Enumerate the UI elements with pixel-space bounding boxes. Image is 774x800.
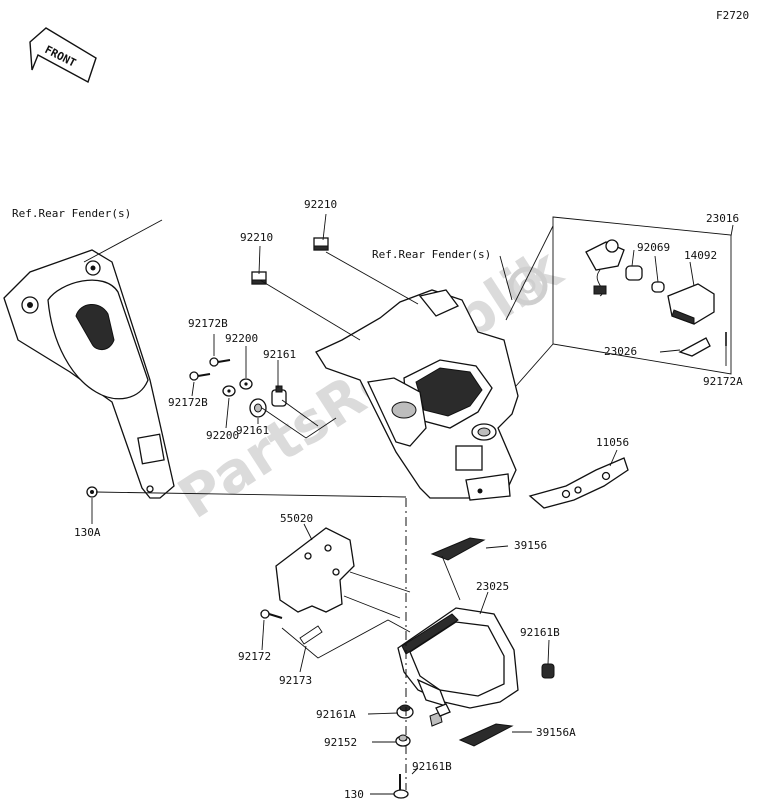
ref-label-left: Ref.Rear Fender(s) — [12, 207, 131, 220]
part-label-92161A: 92161A — [316, 708, 356, 721]
washer-92200-upper — [239, 378, 253, 390]
grommet-92161A — [396, 704, 414, 719]
clamp-92173 — [299, 625, 323, 645]
part-labels: Ref.Rear Fender(s) Ref.Rear Fender(s) 23… — [12, 198, 743, 800]
diagram-code: F2720 — [716, 9, 749, 22]
part-label-92152: 92152 — [324, 736, 357, 749]
part-label-55020: 55020 — [280, 512, 313, 525]
grommet-92161B-right — [541, 663, 555, 679]
part-label-92161B-right: 92161B — [520, 626, 560, 639]
bolt-130 — [393, 789, 409, 799]
washer-92200-lower — [222, 385, 236, 397]
tail-lamp-bracket-part — [275, 527, 411, 619]
part-label-92161-lower: 92161 — [236, 424, 269, 437]
part-label-23026: 23026 — [604, 345, 637, 358]
reflector-39156 — [430, 537, 486, 561]
bolt-130A — [86, 486, 98, 498]
part-label-130: 130 — [344, 788, 364, 800]
part-label-11056: 11056 — [596, 436, 629, 449]
part-label-92161-upper: 92161 — [263, 348, 296, 361]
part-label-92172A: 92172A — [703, 375, 743, 388]
part-label-130A: 130A — [74, 526, 101, 539]
grommet-92161-lower — [249, 398, 267, 418]
screw-92172 — [260, 609, 283, 619]
bolt-92172B-lower — [189, 371, 211, 381]
license-bracket-part — [528, 457, 629, 509]
part-label-92210-upper: 92210 — [304, 198, 337, 211]
rear-fender-part — [3, 249, 175, 499]
assembly-lines — [83, 213, 734, 795]
reflector-39156A — [458, 723, 514, 747]
part-label-39156A: 39156A — [536, 726, 576, 739]
part-label-23016: 23016 — [706, 212, 739, 225]
part-label-92172: 92172 — [238, 650, 271, 663]
license-lamp-assembly-box — [552, 216, 732, 375]
part-label-92172B-lower: 92172B — [168, 396, 208, 409]
rear-fender-flap-part — [315, 289, 519, 501]
tail-lamp-part — [397, 607, 519, 727]
nut-92152 — [395, 734, 411, 747]
part-label-92200-lower: 92200 — [206, 429, 239, 442]
watermark-gear-icon — [508, 266, 548, 306]
ref-label-right: Ref.Rear Fender(s) — [372, 248, 491, 261]
part-label-92200-upper: 92200 — [225, 332, 258, 345]
part-label-39156: 39156 — [514, 539, 547, 552]
part-label-92069: 92069 — [637, 241, 670, 254]
grommet-92161-upper — [271, 385, 287, 407]
bolt-92172B-upper — [209, 357, 231, 367]
part-label-23025: 23025 — [476, 580, 509, 593]
clip-92210-upper — [313, 237, 329, 251]
part-label-92161B-lower: 92161B — [412, 760, 452, 773]
part-label-92210-lower: 92210 — [240, 231, 273, 244]
front-arrow-icon: FRONT — [29, 27, 97, 84]
part-label-92172B-upper: 92172B — [188, 317, 228, 330]
part-label-14092: 14092 — [684, 249, 717, 262]
part-label-92173: 92173 — [279, 674, 312, 687]
